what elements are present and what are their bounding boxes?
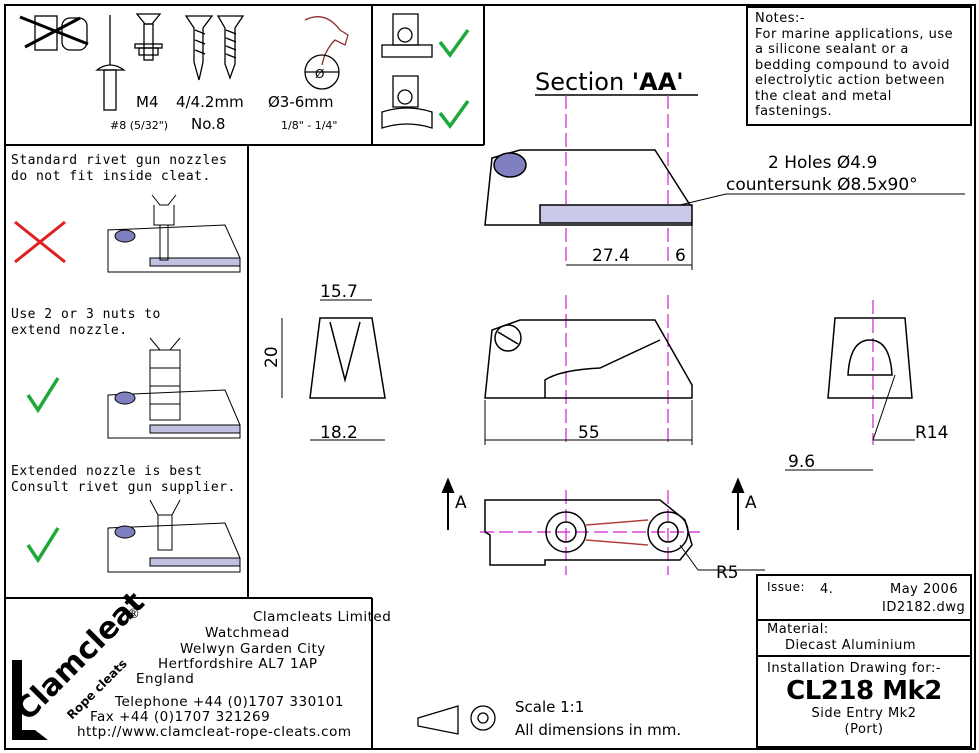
instruction-line: extend nozzle. xyxy=(11,323,128,338)
fax: Fax +44 (0)1707 321269 xyxy=(90,709,271,725)
rivet-step3-drawing xyxy=(26,499,241,573)
rivet-step1-text: Standard rivet gun nozzles do not fit in… xyxy=(11,153,228,185)
dim-side-offset: 9.6 xyxy=(788,452,815,472)
dim-top-width: 15.7 xyxy=(320,282,358,302)
holes-note-line1: 2 Holes Ø4.9 xyxy=(768,153,877,173)
product-variant: Side Entry Mk2 xyxy=(811,706,917,721)
rivet-step2-drawing xyxy=(26,337,241,439)
dim-hole-edge: 6 xyxy=(675,246,686,266)
instruction-line: Standard rivet gun nozzles xyxy=(11,153,228,168)
right-view xyxy=(827,317,913,399)
dim-height: 20 xyxy=(262,346,282,368)
telephone: Telephone +44 (0)1707 330101 xyxy=(115,694,344,710)
check-icon xyxy=(438,99,470,129)
section-title: Section 'AA' xyxy=(535,68,684,96)
instruction-line: Consult rivet gun supplier. xyxy=(11,480,236,495)
rope-symbol: Ø xyxy=(315,67,324,81)
rivet-step2-text: Use 2 or 3 nuts to extend nozzle. xyxy=(11,307,161,339)
issue-date: May 2006 xyxy=(890,582,959,597)
section-view xyxy=(484,149,693,226)
notes-line: the cleat and metal xyxy=(755,88,892,104)
website-link[interactable]: http://www.clamcleat-rope-cleats.com xyxy=(77,724,352,740)
address-line: England xyxy=(136,671,195,687)
drawing-file: ID2182.dwg xyxy=(882,600,966,615)
dim-base-width: 18.2 xyxy=(320,423,358,443)
scale-label: Scale 1:1 xyxy=(515,698,584,716)
product-code: CL218 Mk2 xyxy=(786,676,942,706)
notes-line: a silicone sealant or a xyxy=(755,42,909,57)
check-icon xyxy=(438,28,470,58)
material-value: Diecast Aluminium xyxy=(785,638,917,653)
dimension-lines xyxy=(281,225,915,571)
rivet-size-label: #8 (5/32") xyxy=(110,119,168,132)
address-line: Watchmead xyxy=(205,625,290,641)
instruction-line: Use 2 or 3 nuts to xyxy=(11,307,161,322)
dim-length: 55 xyxy=(578,423,600,443)
rivet-icon xyxy=(95,15,127,111)
material-label: Material: xyxy=(767,622,829,637)
holes-note-line2: countersunk Ø8.5x90° xyxy=(726,175,918,195)
dim-hole-spacing: 27.4 xyxy=(592,246,630,266)
rope-inch-label: 1/8" - 1/4" xyxy=(281,119,338,132)
rope-icon xyxy=(304,16,349,90)
product-side: (Port) xyxy=(844,722,884,737)
bolt-size-label: M4 xyxy=(136,93,159,111)
notes-line: bedding compound to avoid xyxy=(755,57,950,73)
svg-text:®: ® xyxy=(127,607,140,622)
notes-line: For marine applications, use xyxy=(755,26,954,42)
side-elevation xyxy=(484,319,693,399)
flat-surface-mount-icon xyxy=(381,13,433,58)
crossed-pan-screws-icon xyxy=(19,15,89,51)
end-view xyxy=(309,317,386,399)
company-name: Clamcleats Limited xyxy=(253,609,392,625)
section-marker-left: A xyxy=(455,493,467,513)
instruction-line: Extended nozzle is best xyxy=(11,464,203,479)
instruction-line: do not fit inside cleat. xyxy=(11,169,211,184)
notes-line: fastenings. xyxy=(755,104,833,119)
section-marker-right: A xyxy=(745,493,757,513)
section-markers xyxy=(441,477,745,530)
issue-number: 4. xyxy=(820,582,834,597)
rivet-step1-drawing xyxy=(14,194,241,273)
rivet-step3-text: Extended nozzle is best Consult rivet gu… xyxy=(11,464,236,496)
dim-slot-radius: R5 xyxy=(716,563,739,583)
curved-surface-mount-icon xyxy=(381,75,433,129)
projection-symbol-icon xyxy=(417,705,496,735)
screw-size-label: 4/4.2mm xyxy=(176,93,244,111)
address-line: Welwyn Garden City xyxy=(180,641,326,657)
bolt-nut-icon xyxy=(134,13,163,61)
panel-dividers xyxy=(5,5,972,748)
notes: Notes:- For marine applications, use a s… xyxy=(755,11,953,120)
notes-line: electrolytic action between xyxy=(755,73,946,88)
fastener-icons xyxy=(19,13,349,111)
dim-side-radius: R14 xyxy=(915,423,948,443)
plan-view xyxy=(484,499,693,566)
wood-screw-icon xyxy=(184,15,245,81)
screw-number-label: No.8 xyxy=(191,115,225,133)
drawing-frame xyxy=(4,4,976,750)
units-label: All dimensions in mm. xyxy=(515,721,681,739)
drawing-for-label: Installation Drawing for:- xyxy=(767,661,942,676)
address-line: Hertfordshire AL7 1AP xyxy=(158,656,318,672)
rope-diameter-label: Ø3-6mm xyxy=(268,93,334,111)
issue-label: Issue: xyxy=(767,580,806,594)
notes-title: Notes:- xyxy=(755,11,806,26)
